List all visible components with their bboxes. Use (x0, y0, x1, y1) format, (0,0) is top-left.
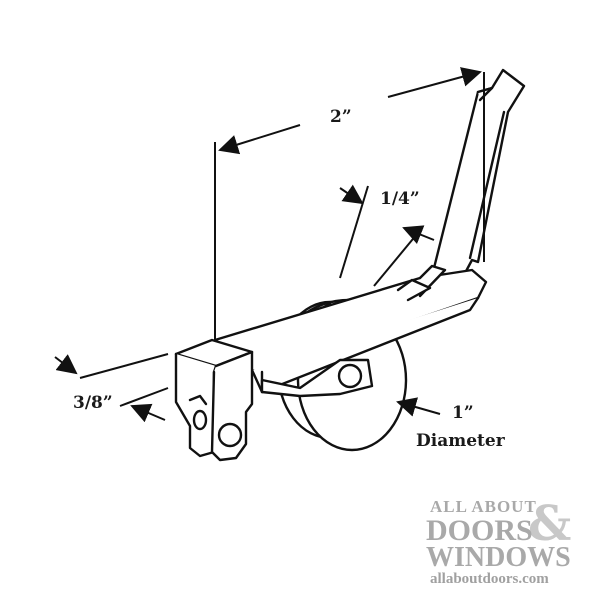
logo-url: allaboutdoors.com (430, 571, 549, 587)
logo-line-1: ALL ABOUT (430, 497, 537, 516)
dimension-quarter-in: 1/4” (339, 184, 435, 287)
lever-arm (426, 68, 526, 294)
axle (337, 363, 363, 389)
logo-line-2: DOORS (426, 514, 533, 547)
mounting-hole (217, 422, 243, 448)
logo-ampersand: & (528, 496, 571, 552)
dimension-wheel: 1” Diameter (396, 397, 506, 451)
wheel-size-label: 1” (452, 403, 474, 423)
logo-line-3: WINDOWS (426, 542, 571, 573)
dimension-length-label: 2” (330, 107, 352, 127)
wheel-diameter-label: Diameter (416, 431, 506, 451)
dimension-3-8-in: 3/8” (54, 353, 169, 423)
dimension-height-label: 3/8” (73, 393, 113, 413)
dimension-width-label: 1/4” (380, 189, 420, 209)
brand-logo: ALL ABOUT & DOORS WINDOWS allaboutdoors.… (426, 496, 571, 587)
roller-part (174, 68, 526, 462)
dimension-2in: 2” (214, 67, 485, 340)
